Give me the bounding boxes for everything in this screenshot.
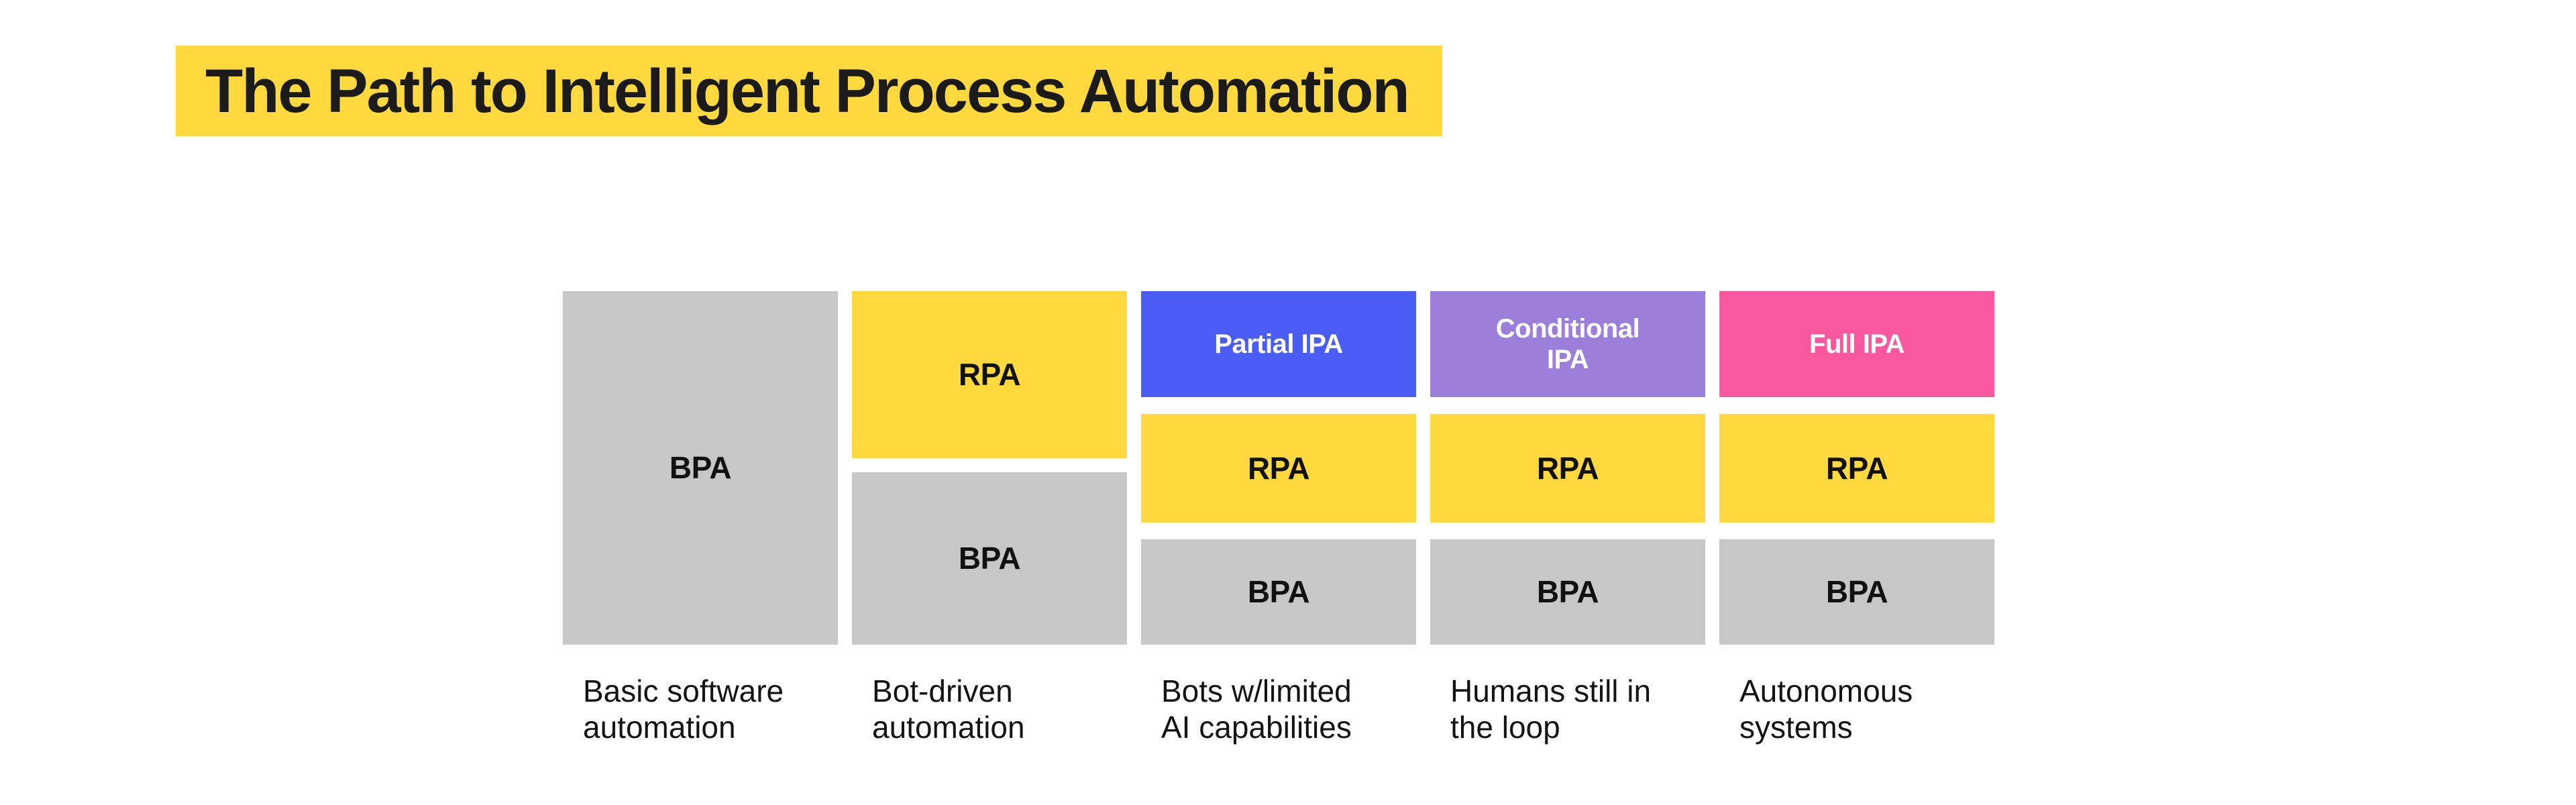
block-label: RPA — [1825, 450, 1888, 486]
caption-line: Autonomous — [1739, 674, 1913, 708]
caption-line: automation — [872, 710, 1025, 745]
column-caption: Autonomous systems — [1719, 673, 1994, 745]
block-conditional-ipa: Conditional IPA — [1430, 291, 1705, 397]
block-rpa: RPA — [1719, 414, 1994, 523]
block-label: Full IPA — [1809, 329, 1904, 359]
column-caption: Humans still in the loop — [1430, 673, 1705, 745]
caption-line: AI capabilities — [1161, 710, 1352, 745]
column-full-ipa: Full IPA RPA BPA Autonomous systems — [1719, 291, 1994, 774]
caption-line: Bot-driven — [872, 674, 1013, 708]
page-title: The Path to Intelligent Process Automati… — [205, 56, 1410, 125]
caption-line: automation — [583, 710, 736, 745]
column-caption: Bots w/limited AI capabilities — [1141, 673, 1416, 745]
block-label: Partial IPA — [1214, 329, 1343, 359]
block-label: BPA — [1247, 574, 1310, 610]
column-basic-software-automation: BPA Basic software automation — [563, 291, 838, 774]
block-bpa: BPA — [563, 291, 838, 645]
block-label: BPA — [958, 541, 1021, 576]
block-bpa: BPA — [1719, 539, 1994, 645]
block-label: RPA — [1536, 450, 1599, 486]
block-label: BPA — [1536, 574, 1599, 610]
column-partial-ipa: Partial IPA RPA BPA Bots w/limited AI ca… — [1141, 291, 1416, 774]
block-bpa: BPA — [852, 472, 1127, 645]
column-conditional-ipa: Conditional IPA RPA BPA Humans still in … — [1430, 291, 1705, 774]
block-bpa: BPA — [1141, 539, 1416, 645]
block-rpa: RPA — [1430, 414, 1705, 523]
title-banner: The Path to Intelligent Process Automati… — [176, 46, 1442, 136]
column-bot-driven-automation: RPA BPA Bot-driven automation — [852, 291, 1127, 774]
block-label: IPA — [1546, 345, 1589, 374]
caption-line: Humans still in — [1450, 674, 1652, 708]
block-label: RPA — [1247, 450, 1310, 486]
block-bpa: BPA — [1430, 539, 1705, 645]
block-label: Conditional — [1495, 314, 1640, 343]
block-partial-ipa: Partial IPA — [1141, 291, 1416, 397]
column-caption: Basic software automation — [563, 673, 838, 745]
block-label: BPA — [1825, 574, 1888, 610]
column-caption: Bot-driven automation — [852, 673, 1127, 745]
block-rpa: RPA — [852, 291, 1127, 458]
caption-line: Bots w/limited — [1161, 674, 1352, 708]
caption-line: the loop — [1450, 710, 1560, 745]
block-rpa: RPA — [1141, 414, 1416, 523]
caption-line: systems — [1739, 710, 1853, 745]
caption-line: Basic software — [583, 674, 784, 708]
block-label: BPA — [669, 450, 732, 486]
block-label: RPA — [958, 357, 1021, 392]
automation-path-diagram: BPA Basic software automation RPA BPA Bo… — [563, 291, 1994, 774]
block-full-ipa: Full IPA — [1719, 291, 1994, 397]
